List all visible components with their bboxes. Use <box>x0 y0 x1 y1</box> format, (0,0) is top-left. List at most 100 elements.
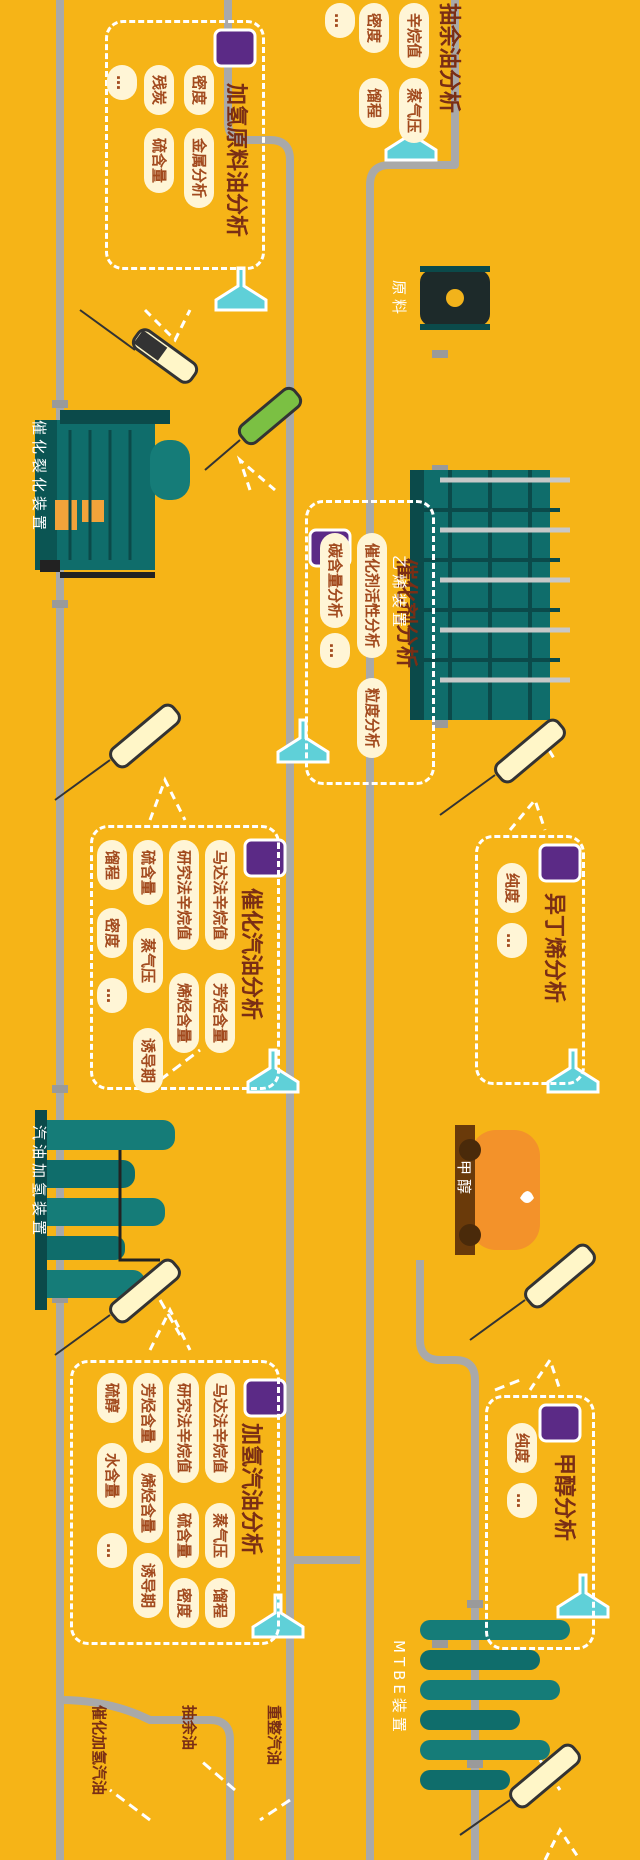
analysis-item: 硫含量 <box>133 840 163 906</box>
pipe-joint <box>432 350 448 358</box>
unit-label-methanol: 甲醇 <box>455 1160 473 1199</box>
analysis-item: 硫含量 <box>169 1503 199 1569</box>
analysis-item: 密度 <box>169 1578 199 1629</box>
analysis-item: 硫含量 <box>144 128 174 194</box>
gasoline-hydro-unit-icon <box>35 1110 175 1310</box>
flow-connector <box>199 1758 236 1792</box>
bubble-tail <box>508 796 547 831</box>
flow-connector <box>109 1788 151 1822</box>
analysis-item: 密度 <box>184 65 214 116</box>
flow-connector <box>259 1798 291 1822</box>
syringe-icon <box>54 703 181 801</box>
bubble-tail <box>236 455 276 492</box>
pipe-bottom-left <box>59 1696 234 1860</box>
flow-label-reformate: 重整汽油 <box>265 1705 283 1766</box>
bubble-title: 甲醇分析 <box>551 1453 576 1542</box>
analysis-item: 密度 <box>359 3 389 54</box>
beaker-icon <box>538 1403 582 1443</box>
analysis-item: … <box>107 65 137 100</box>
pipe-joint <box>432 1640 448 1648</box>
analysis-item: 馏程 <box>205 1578 235 1629</box>
bubble-title: 加氢汽油分析 <box>238 1423 263 1556</box>
pipe-joint <box>52 400 68 408</box>
bubble-title: 抽余油分析 <box>436 3 461 114</box>
pipe-joint <box>432 720 448 728</box>
syringe-icon <box>79 309 199 384</box>
bubble-fcc-gasoline: 催化汽油分析 马达法辛烷值 芳烃含量 研究法辛烷值 烯烃含量 诱导期 硫含量 蒸… <box>90 825 280 1094</box>
flow-label-fcc-hydro-gasoline: 催化加氢汽油 <box>90 1705 108 1796</box>
bubble-tail <box>528 1356 562 1391</box>
analysis-item: 蒸气压 <box>399 78 429 144</box>
analysis-item: 诱导期 <box>133 1553 163 1619</box>
bubble-catalyst: 催化剂分析 催化剂活性分析 粒度分析 碳含量分析 … <box>305 500 435 785</box>
crude-barrel-icon <box>420 266 490 330</box>
analysis-item: … <box>507 1483 537 1518</box>
pipe-joint <box>467 1760 483 1768</box>
beaker-icon <box>213 28 257 68</box>
analysis-item: 纯度 <box>507 1423 537 1474</box>
analysis-item: 蒸气压 <box>205 1503 235 1569</box>
analysis-item: … <box>325 3 355 38</box>
syringe-icon <box>439 718 566 816</box>
analysis-item: 密度 <box>97 908 127 959</box>
bubble-isobutylene: 异丁烯分析 纯度 … <box>475 835 585 1085</box>
analysis-item: … <box>320 633 350 668</box>
pipe-center-right <box>366 0 459 1860</box>
ethylene-unit-icon <box>410 470 570 720</box>
flask-icon <box>246 1048 300 1094</box>
analysis-item: 金属分析 <box>184 128 214 209</box>
pipe-joint <box>52 1295 68 1303</box>
analysis-item: 马达法辛烷值 <box>205 1373 235 1484</box>
pipe-center-left <box>224 0 294 1860</box>
analysis-item: 蒸气压 <box>133 928 163 994</box>
flow-connector <box>158 1299 182 1336</box>
analysis-item: … <box>497 923 527 958</box>
mtbe-unit-icon <box>420 1620 570 1790</box>
fcc-unit-icon <box>35 410 190 578</box>
bubble-title: 加氢原料油分析 <box>223 83 248 238</box>
syringe-icon <box>54 1258 181 1356</box>
bubble-title: 催化汽油分析 <box>238 888 263 1021</box>
analysis-item: 碳含量分析 <box>320 533 350 629</box>
analysis-item: 水含量 <box>97 1443 127 1509</box>
beaker-icon <box>538 843 582 883</box>
bubble-raffinate: 抽余油分析 辛烷值 蒸气压 密度 馏程 … <box>320 0 480 145</box>
syringe-icon <box>459 1743 581 1836</box>
syringe-icon <box>204 386 303 471</box>
analysis-item: 烯烃含量 <box>133 1463 163 1544</box>
unit-label-gasoline-hydro: 汽油加氢装置 <box>30 1125 48 1240</box>
analysis-item: 辛烷值 <box>399 3 429 69</box>
pipe-right-mtbe <box>416 1260 479 1860</box>
flask-icon <box>214 266 268 312</box>
bubble-feed-oil: 加氢原料油分析 密度 金属分析 残炭 硫含量 … <box>105 20 265 270</box>
bubble-tail <box>148 776 187 821</box>
analysis-item: 馏程 <box>359 78 389 129</box>
beaker-icon <box>243 838 287 878</box>
bubble-tail <box>143 308 192 343</box>
unit-label-ethylene: 乙烯装置 <box>390 555 408 632</box>
analysis-item: 芳烃含量 <box>205 973 235 1054</box>
bubble-title: 异丁烯分析 <box>541 893 566 1004</box>
analysis-item: 诱导期 <box>133 1028 163 1094</box>
analysis-item: 硫醇 <box>97 1373 127 1424</box>
unit-label-crude: 原料 <box>390 280 408 319</box>
bubble-tail <box>543 1827 582 1860</box>
flask-icon <box>556 1573 610 1619</box>
analysis-item: 残炭 <box>144 65 174 116</box>
analysis-item: 粒度分析 <box>357 678 387 759</box>
flask-icon <box>276 718 330 764</box>
pipe-joint <box>52 1085 68 1093</box>
flask-icon <box>546 1048 600 1094</box>
unit-label-mtbe: MTBE装置 <box>390 1640 408 1736</box>
bubble-tail <box>148 1306 192 1351</box>
analysis-item: 研究法辛烷值 <box>169 840 199 951</box>
analysis-item: 纯度 <box>497 863 527 914</box>
methanol-tank-icon <box>455 1125 540 1255</box>
beaker-icon <box>243 1378 287 1418</box>
bubble-hydro-gasoline: 加氢汽油分析 马达法辛烷值 蒸气压 馏程 研究法辛烷值 硫含量 密度 芳烃含量 … <box>70 1360 280 1645</box>
analysis-item: 研究法辛烷值 <box>169 1373 199 1484</box>
analysis-item: 马达法辛烷值 <box>205 840 235 951</box>
analysis-item: 馏程 <box>97 840 127 891</box>
